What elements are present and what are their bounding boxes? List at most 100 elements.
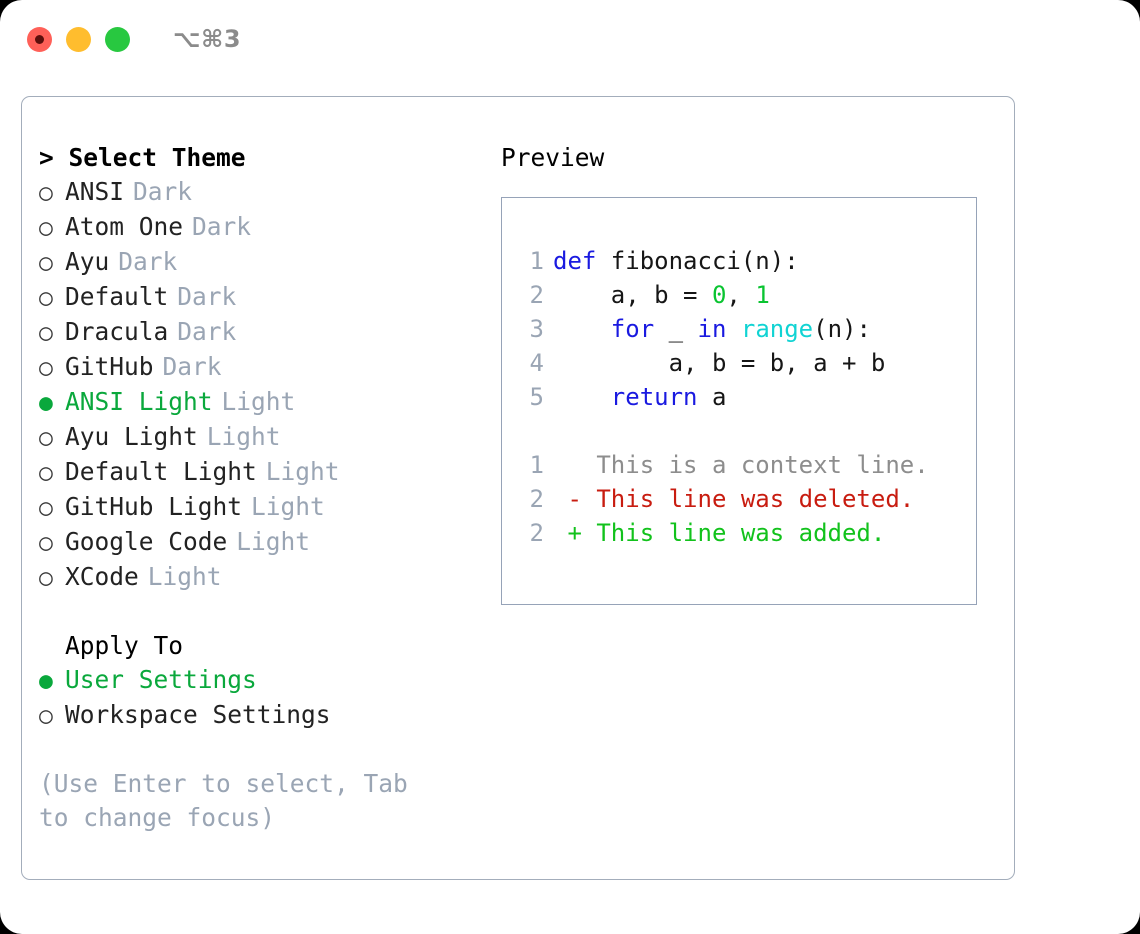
minimize-button-icon[interactable] — [66, 26, 91, 52]
apply-to-heading: Apply To — [65, 631, 184, 660]
close-dot-icon — [35, 34, 44, 44]
theme-option-variant: Dark — [118, 247, 178, 276]
theme-option-xcode[interactable]: ○ XCode Light — [39, 560, 486, 595]
apply-to-list: ● User Settings ○ Workspace Settings — [39, 663, 486, 733]
select-theme-heading: > Select Theme — [39, 141, 486, 175]
code-token-kw: in — [697, 315, 727, 343]
line-number: 2 — [529, 281, 544, 309]
radio-unselected-icon[interactable]: ○ — [39, 180, 53, 206]
code-token-num: 0 — [711, 281, 727, 309]
diff-line-ctx: 1 This is a context line. — [518, 448, 976, 482]
code-token-plain: fibonacci(n): — [610, 247, 799, 275]
theme-option-github-light[interactable]: ○ GitHub Light Light — [39, 490, 486, 525]
theme-option-github[interactable]: ○ GitHub Dark — [39, 350, 486, 385]
theme-option-variant: Dark — [133, 177, 193, 206]
diff-line-add: 2 + This line was added. — [518, 516, 976, 550]
radio-unselected-icon[interactable]: ○ — [39, 320, 53, 346]
theme-option-label: ANSI Light — [65, 387, 213, 416]
theme-option-dracula[interactable]: ○ Dracula Dark — [39, 315, 486, 350]
line-number: 5 — [529, 383, 544, 411]
theme-option-ansi-light[interactable]: ● ANSI Light Light — [39, 385, 486, 420]
theme-option-atom-one[interactable]: ○ Atom One Dark — [39, 210, 486, 245]
theme-option-variant: Light — [206, 422, 281, 451]
list-spacer — [39, 595, 486, 629]
radio-unselected-icon[interactable]: ○ — [39, 215, 53, 241]
code-line: 1 def fibonacci(n): — [518, 244, 976, 278]
code-token-plain: , — [726, 281, 756, 309]
theme-option-label: Google Code — [65, 527, 228, 556]
apply-to-option-workspace-settings[interactable]: ○ Workspace Settings — [39, 698, 486, 733]
radio-unselected-icon[interactable]: ○ — [39, 495, 53, 521]
theme-option-variant: Dark — [177, 282, 237, 311]
radio-unselected-icon[interactable]: ○ — [39, 285, 53, 311]
radio-selected-icon[interactable]: ● — [39, 668, 53, 694]
code-token-plain — [553, 383, 611, 411]
theme-option-label: ANSI — [65, 177, 125, 206]
theme-option-variant: Dark — [162, 352, 222, 381]
code-line: 2 a, b = 0, 1 — [518, 278, 976, 312]
diff-sample: 1 This is a context line.2 - This line w… — [518, 448, 976, 550]
radio-unselected-icon[interactable]: ○ — [39, 460, 53, 486]
theme-option-variant: Light — [265, 457, 340, 486]
code-token-plain: _ — [654, 315, 698, 343]
theme-option-default-light[interactable]: ○ Default Light Light — [39, 455, 486, 490]
theme-option-label: Atom One — [65, 212, 184, 241]
line-number: 3 — [529, 315, 544, 343]
code-token-plain: a, b = b, a + b — [553, 349, 886, 377]
code-token-plain — [726, 315, 740, 343]
line-number: 2 — [529, 485, 544, 513]
radio-unselected-icon[interactable]: ○ — [39, 355, 53, 381]
preview-box: 1 def fibonacci(n): 2 a, b = 0, 1 3 for _ i… — [501, 197, 977, 605]
apply-to-option-label: Workspace Settings — [65, 700, 331, 729]
line-number: 4 — [529, 349, 544, 377]
line-number: 1 — [529, 451, 544, 479]
radio-selected-icon[interactable]: ● — [39, 390, 53, 416]
titlebar: ⌥⌘3 — [0, 0, 1140, 78]
theme-option-variant: Light — [221, 387, 296, 416]
line-number: 1 — [529, 247, 544, 275]
radio-unselected-icon[interactable]: ○ — [39, 250, 53, 276]
theme-option-label: XCode — [65, 562, 139, 591]
theme-option-variant: Dark — [192, 212, 252, 241]
radio-unselected-icon[interactable]: ○ — [39, 425, 53, 451]
theme-option-google-code[interactable]: ○ Google Code Light — [39, 525, 486, 560]
theme-option-label: GitHub Light — [65, 492, 243, 521]
code-token-fn: range — [740, 315, 814, 343]
theme-option-label: GitHub — [65, 352, 154, 381]
apply-to-option-label: User Settings — [65, 665, 257, 694]
radio-unselected-icon[interactable]: ○ — [39, 565, 53, 591]
code-line: 5 return a — [518, 380, 976, 414]
diff-line-content: - This line was deleted. — [553, 485, 915, 513]
code-line: 4 a, b = b, a + b — [518, 346, 976, 380]
code-diff-separator — [518, 414, 976, 448]
apply-to-option-user-settings[interactable]: ● User Settings — [39, 663, 486, 698]
code-token-kw: def — [553, 247, 611, 275]
theme-option-variant: Light — [147, 562, 222, 591]
window-controls — [27, 26, 130, 52]
theme-option-variant: Light — [251, 492, 325, 521]
radio-unselected-icon[interactable]: ○ — [39, 530, 53, 556]
theme-option-variant: Dark — [177, 317, 237, 346]
line-number: 2 — [529, 519, 544, 547]
close-button-icon[interactable] — [27, 26, 52, 52]
theme-option-variant: Light — [236, 527, 311, 556]
code-token-kw: for — [610, 315, 655, 343]
preview-column: Preview 1 def fibonacci(n): 2 a, b = 0, 1 3… — [486, 141, 1006, 835]
theme-option-ansi[interactable]: ○ ANSI Dark — [39, 175, 486, 210]
diff-line-del: 2 - This line was deleted. — [518, 482, 976, 516]
maximize-button-icon[interactable] — [105, 26, 130, 52]
diff-line-content: + This line was added. — [553, 519, 886, 547]
code-token-num: 1 — [755, 281, 770, 309]
hint-spacer — [39, 733, 486, 767]
theme-option-label: Dracula — [65, 317, 169, 346]
code-token-plain — [553, 315, 611, 343]
code-token-plain: (n): — [813, 315, 871, 343]
theme-option-label: Default Light — [65, 457, 257, 486]
preview-heading: Preview — [501, 143, 605, 172]
radio-unselected-icon[interactable]: ○ — [39, 703, 53, 729]
